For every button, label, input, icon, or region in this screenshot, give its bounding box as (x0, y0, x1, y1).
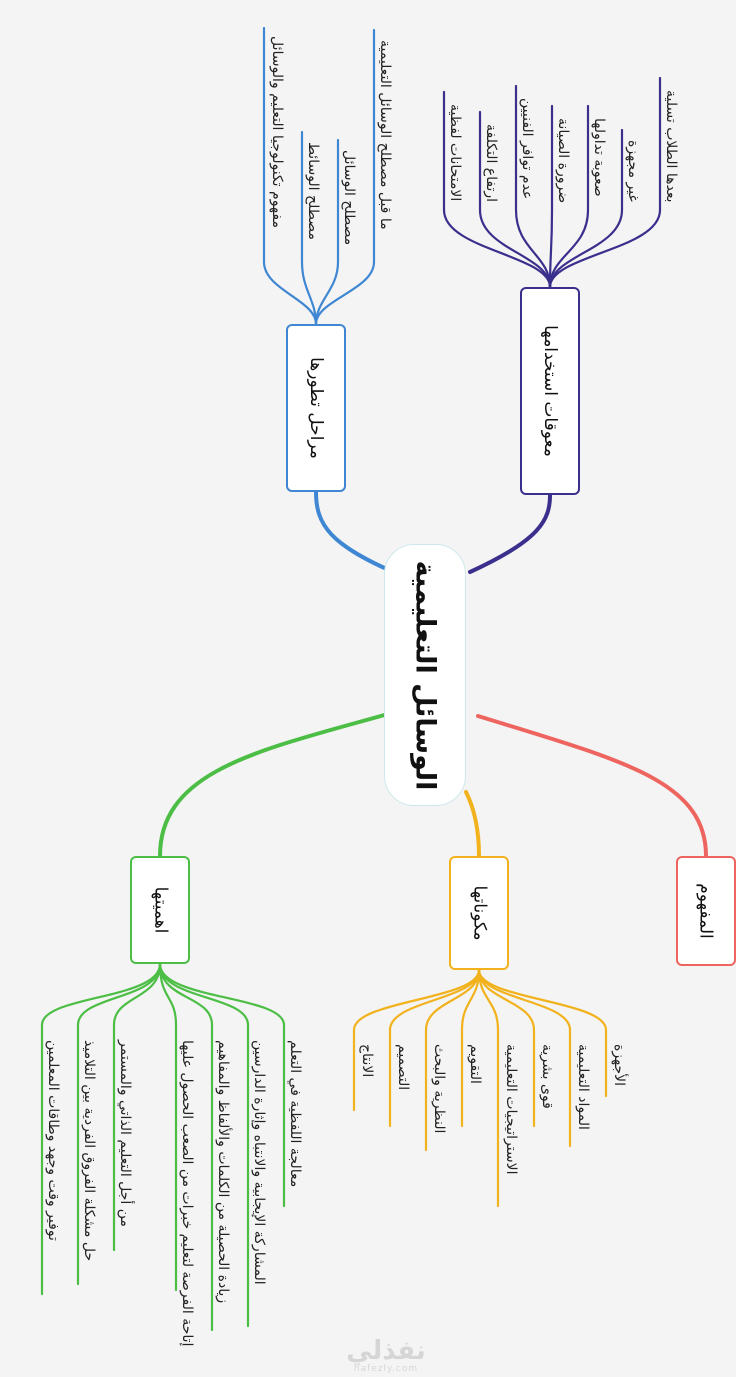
connector-concept (476, 714, 708, 858)
leaf-line-importance-1 (158, 962, 286, 1208)
leaf-obstacles-4: ضرورة الصيانة (555, 118, 571, 204)
leaf-line-obstacles-3 (548, 104, 590, 289)
leaf-line-importance-2 (158, 962, 250, 1328)
leaf-importance-7: توفير وقت وجهد وطاقات المعلمين (45, 1040, 61, 1241)
connector-importance (158, 712, 390, 858)
leaf-importance-2: المشاركة الإيجابية والانتباه وإثارة الدا… (251, 1040, 267, 1285)
branch-stages: مراحل تطورها (286, 324, 346, 492)
leaf-line-importance-3 (158, 962, 214, 1332)
central-node-label: الوسائل التعليمية (409, 560, 441, 790)
leaf-components-7: التصميم (395, 1044, 411, 1091)
leaf-importance-4: إتاحة الفرصة لتعليم خبرات من الصعب الحصو… (179, 1040, 195, 1347)
leaf-importance-1: معالجة اللفظية في التعلم (287, 1040, 303, 1188)
leaf-line-stages-4 (262, 26, 318, 326)
leaf-components-8: الانتاج (359, 1044, 375, 1078)
branch-concept-label: المفهوم (695, 883, 716, 939)
leaf-line-obstacles-4 (548, 104, 554, 289)
leaf-line-stages-2 (314, 138, 340, 326)
branch-stages-label: مراحل تطورها (306, 357, 326, 459)
leaf-obstacles-2: غير مجهزة (625, 140, 641, 202)
leaf-components-3: قوى بشرية (539, 1044, 555, 1109)
leaf-importance-5: من أجل التعليم الذاتي والمستمر (117, 1040, 133, 1227)
branch-importance-label: اهميتها (149, 886, 170, 934)
watermark-text: نفذلي (346, 1336, 426, 1366)
leaf-line-stages-3 (300, 130, 318, 326)
leaf-components-1: الأجهزة (611, 1044, 627, 1087)
leaf-line-components-1 (477, 968, 608, 1098)
branch-obstacles: معوقات استخدامها (520, 287, 580, 495)
leaf-stages-1: ما قبل مصطلح الوسائل التعليمية (377, 40, 393, 230)
leaf-importance-6: حل مشكلة الفروق الفردية بين التلاميذ (81, 1040, 97, 1262)
leaf-line-components-5 (460, 968, 481, 1128)
central-node: الوسائل التعليمية (384, 544, 466, 806)
leaf-line-components-4 (477, 968, 500, 1208)
leaf-obstacles-6: ارتفاع التكلفة (483, 124, 499, 203)
connector-components (464, 790, 481, 858)
branch-obstacles-label: معوقات استخدامها (540, 325, 560, 457)
leaf-obstacles-1: بعدها الطلاب تسلية (663, 90, 679, 203)
leaf-line-components-2 (477, 968, 572, 1148)
connector-stages (314, 490, 400, 576)
branch-components-label: مكوناتها (469, 885, 489, 941)
leaf-components-4: الاستراتيجيات التعليمية (503, 1044, 519, 1175)
leaf-line-obstacles-7 (442, 90, 552, 289)
leaf-line-components-8 (352, 968, 481, 1112)
leaf-line-stages-1 (314, 28, 376, 326)
leaf-stages-2: مصطلح الوسائل (341, 150, 357, 246)
branch-importance: اهميتها (130, 856, 190, 964)
leaf-obstacles-7: الامتحانات لفظية (447, 104, 463, 202)
connector-obstacles (468, 493, 552, 574)
leaf-components-2: المواد التعليمية (575, 1044, 591, 1130)
leaf-line-obstacles-2 (548, 128, 624, 289)
leaf-line-obstacles-5 (514, 84, 552, 289)
leaf-line-importance-7 (40, 962, 162, 1296)
leaf-components-5: التقويم (467, 1044, 483, 1084)
leaf-stages-3: مصطلح الوسائط (305, 142, 321, 240)
leaf-importance-3: زيادة الحصيلة من الكلمات والألفاظ والمفا… (215, 1040, 231, 1304)
leaf-obstacles-5: عدم توافر الفنيين (519, 98, 535, 200)
branch-concept: المفهوم (676, 856, 736, 966)
leaf-line-components-3 (477, 968, 536, 1128)
leaf-line-importance-4 (158, 962, 178, 1292)
leaf-components-6: النظرية والبحث (431, 1044, 447, 1134)
branch-components: مكوناتها (449, 856, 509, 970)
leaf-stages-4: مفهوم تكنولوجيا التعليم والوسائل (269, 36, 285, 228)
watermark-logo: نفذلي nafezly.com (326, 1338, 446, 1374)
leaf-obstacles-3: صعوبة تداولها (591, 118, 607, 197)
leaf-line-obstacles-1 (548, 76, 662, 289)
watermark-subtext: nafezly.com (353, 1364, 419, 1374)
